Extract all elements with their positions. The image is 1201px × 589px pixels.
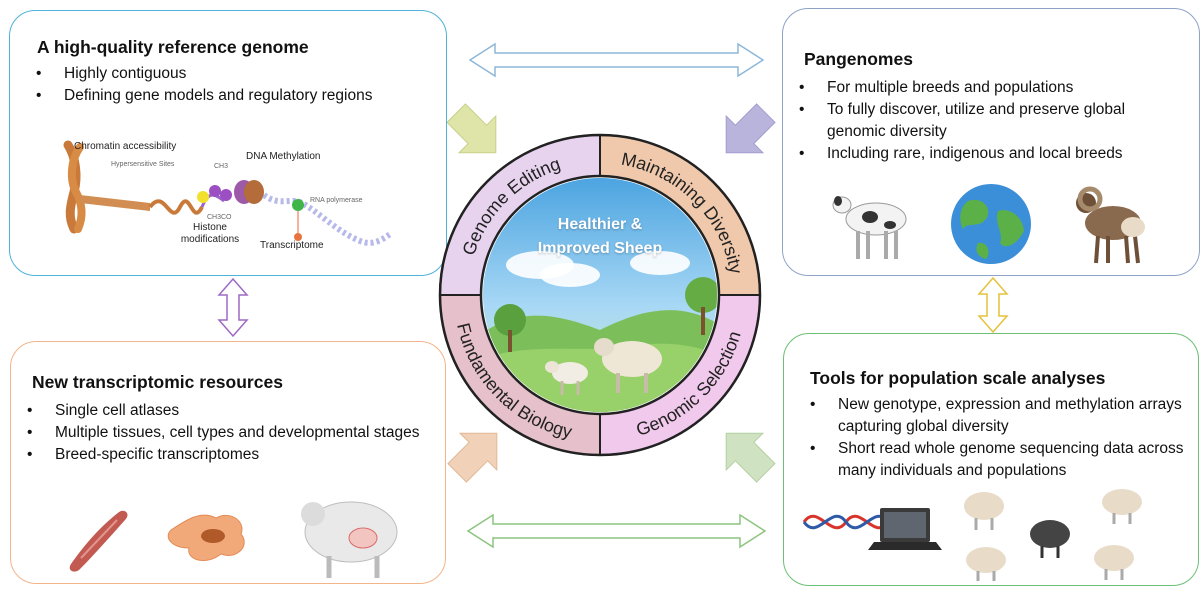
cell-icon bbox=[167, 514, 245, 562]
ram-icon bbox=[1076, 186, 1145, 264]
epigenome-figure bbox=[63, 140, 394, 246]
chromatin-label: Chromatin accessibility bbox=[74, 141, 177, 152]
arrow-bottom-left bbox=[447, 432, 498, 483]
rna-polymerase-label: RNA polymerase bbox=[310, 197, 363, 204]
pangenome-icons bbox=[832, 184, 1145, 264]
ch3-label: CH3 bbox=[214, 163, 229, 170]
hypersensitive-label: Hypersensitive Sites bbox=[111, 161, 175, 168]
tools-icons bbox=[802, 489, 1142, 581]
top-double-arrow bbox=[468, 42, 765, 78]
central-wheel: Genome Editing Maintaining Diversity Gen… bbox=[438, 133, 762, 457]
arrow-top-left bbox=[446, 103, 497, 154]
arrow-bottom-right bbox=[725, 432, 776, 483]
bullet: Short read whole genome sequencing data … bbox=[808, 438, 1198, 482]
pangenomes-bullets: For multiple breeds and populations To f… bbox=[797, 77, 1187, 165]
sheep-icon bbox=[832, 196, 907, 259]
transcriptomic-bullets: Single cell atlases Multiple tissues, ce… bbox=[25, 400, 435, 466]
histone-label: Histone modifications bbox=[180, 222, 240, 245]
bullet: Including rare, indigenous and local bre… bbox=[797, 143, 1187, 165]
tools-bullets: New genotype, expression and methylation… bbox=[808, 394, 1198, 482]
globe-icon bbox=[951, 184, 1031, 264]
reference-genome-bullets: Highly contiguous Defining gene models a… bbox=[34, 63, 414, 107]
sheep-icon bbox=[545, 338, 662, 395]
ch3co-label: CH3CO bbox=[207, 214, 232, 221]
right-double-arrow bbox=[977, 276, 1009, 334]
transcriptomic-icons bbox=[69, 501, 398, 578]
dna-methylation-label: DNA Methylation bbox=[246, 151, 321, 162]
center-title: Healthier & Improved Sheep bbox=[500, 213, 700, 261]
center-title-line1: Healthier & bbox=[557, 216, 643, 233]
reference-genome-panel: A high-quality reference genome Highly c… bbox=[9, 10, 447, 276]
bullet: Breed-specific transcriptomes bbox=[25, 444, 435, 466]
center-title-line2: Improved Sheep bbox=[537, 240, 663, 257]
tools-title: Tools for population scale analyses bbox=[810, 368, 1106, 388]
chromosome-icon bbox=[63, 140, 86, 234]
tools-panel: Tools for population scale analyses New … bbox=[783, 333, 1199, 586]
bullet: Defining gene models and regulatory regi… bbox=[34, 85, 414, 107]
bullet: Single cell atlases bbox=[25, 400, 435, 422]
bullet: For multiple breeds and populations bbox=[797, 77, 1187, 99]
transcriptome-label: Transcriptome bbox=[260, 240, 324, 251]
pangenomes-panel: Pangenomes For multiple breeds and popul… bbox=[782, 8, 1200, 276]
arrow-top-right bbox=[725, 103, 776, 154]
bullet: Highly contiguous bbox=[34, 63, 414, 85]
bottom-double-arrow bbox=[466, 513, 767, 549]
transcriptomic-panel: New transcriptomic resources Single cell… bbox=[10, 341, 446, 584]
bullet: Multiple tissues, cell types and develop… bbox=[25, 422, 435, 444]
muscle-icon bbox=[69, 510, 128, 572]
laptop-icon bbox=[868, 508, 942, 550]
left-double-arrow bbox=[217, 277, 249, 338]
pangenomes-title: Pangenomes bbox=[804, 49, 913, 69]
sheep-icon bbox=[964, 489, 1142, 581]
reference-genome-title: A high-quality reference genome bbox=[37, 37, 309, 57]
bullet: New genotype, expression and methylation… bbox=[808, 394, 1198, 438]
bullet: To fully discover, utilize and preserve … bbox=[797, 99, 1187, 143]
dna-icon bbox=[802, 514, 890, 530]
sheep-icon bbox=[301, 501, 398, 578]
transcriptomic-title: New transcriptomic resources bbox=[32, 372, 283, 392]
